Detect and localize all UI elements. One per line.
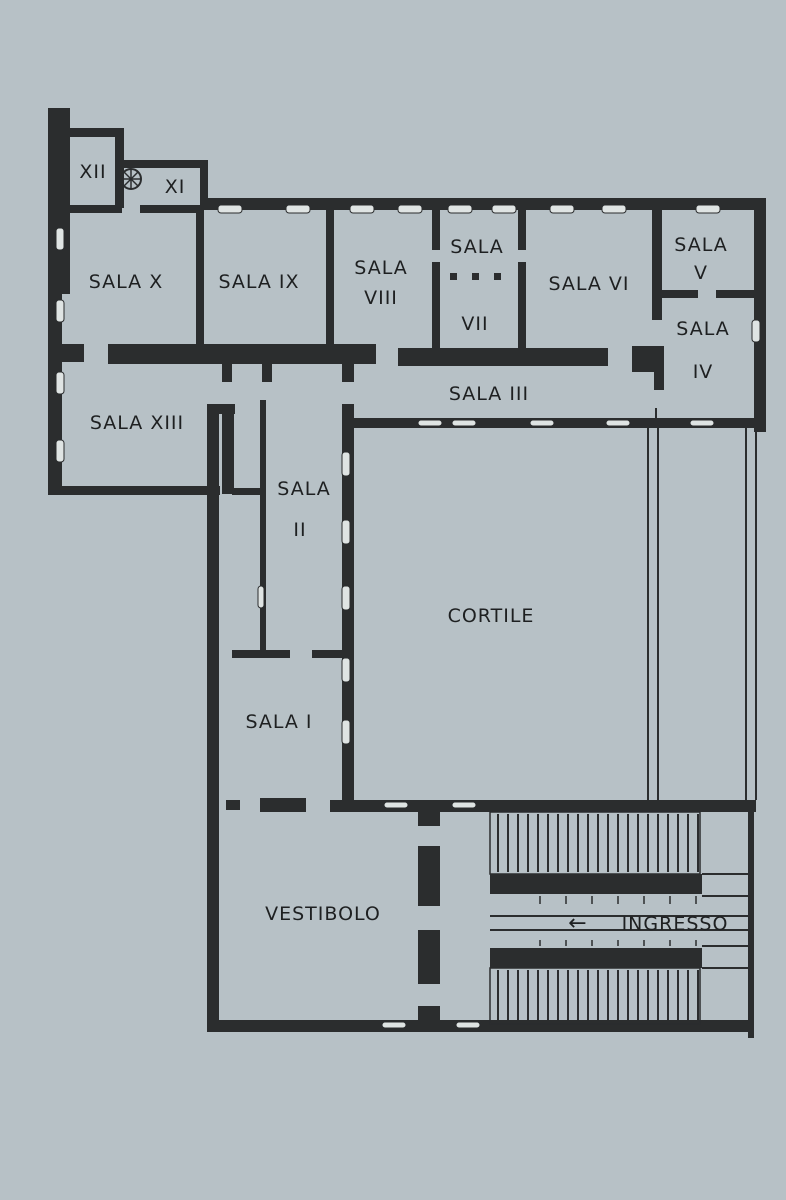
window-opening <box>529 419 555 427</box>
window-opening <box>397 204 423 214</box>
ingresso-arrow-icon: ← <box>568 911 587 936</box>
window-opening <box>55 227 65 251</box>
window-opening <box>549 204 575 214</box>
window-opening <box>455 1021 481 1029</box>
label-sala-v-line2: V <box>694 262 708 284</box>
portico-lines <box>647 408 757 800</box>
entrance-stairs <box>489 811 752 1025</box>
window-opening <box>451 801 477 809</box>
label-sala-viii-line2: VIII <box>364 287 398 309</box>
window-opening <box>601 204 627 214</box>
window-opening <box>689 419 715 427</box>
label-sala-viii-line1: SALA <box>354 257 407 279</box>
windows <box>55 204 761 1029</box>
window-opening <box>447 204 473 214</box>
window-opening <box>217 204 243 214</box>
label-sala-ii-line1: SALA <box>277 478 330 500</box>
label-sala-iii: SALA III <box>449 383 529 405</box>
window-opening <box>695 204 721 214</box>
label-sala-iv-line1: SALA <box>676 318 729 340</box>
label-sala-xi: XI <box>165 176 186 198</box>
outer-walls <box>48 108 766 1038</box>
window-opening <box>751 319 761 343</box>
window-opening <box>341 451 351 477</box>
label-sala-xiii: SALA XIII <box>90 412 184 434</box>
label-sala-x: SALA X <box>89 271 164 293</box>
stair-treads <box>497 814 699 1022</box>
window-opening <box>55 299 65 323</box>
label-sala-iv-line2: IV <box>693 361 714 383</box>
interior-walls <box>62 205 754 1020</box>
label-ingresso: INGRESSO <box>622 913 729 935</box>
spiral-stair-icon <box>120 168 142 190</box>
window-opening <box>341 657 351 683</box>
window-opening <box>491 204 517 214</box>
window-opening <box>381 1021 407 1029</box>
window-opening <box>341 585 351 611</box>
window-opening <box>417 419 443 427</box>
label-sala-ii-line2: II <box>293 519 306 541</box>
window-opening <box>257 585 265 609</box>
window-opening <box>285 204 311 214</box>
window-opening <box>451 419 477 427</box>
window-opening <box>341 719 351 745</box>
label-sala-i: SALA I <box>245 711 312 733</box>
window-opening <box>349 204 375 214</box>
label-sala-xii: XII <box>79 161 106 183</box>
label-vestibolo: VESTIBOLO <box>265 903 381 925</box>
label-sala-vi: SALA VI <box>548 273 629 295</box>
label-sala-vii-line1: SALA <box>450 236 503 258</box>
label-cortile: CORTILE <box>448 605 535 627</box>
room-labels: XII XI SALA X SALA IX SALA VIII SALA VII… <box>79 161 729 936</box>
label-sala-ix: SALA IX <box>218 271 299 293</box>
window-opening <box>55 439 65 463</box>
columns-sala-vii <box>450 273 501 280</box>
window-opening <box>341 519 351 545</box>
window-opening <box>55 371 65 395</box>
window-opening <box>383 801 409 809</box>
label-sala-v-line1: SALA <box>674 234 727 256</box>
label-sala-vii-line2: VII <box>461 313 488 335</box>
window-opening <box>605 419 631 427</box>
